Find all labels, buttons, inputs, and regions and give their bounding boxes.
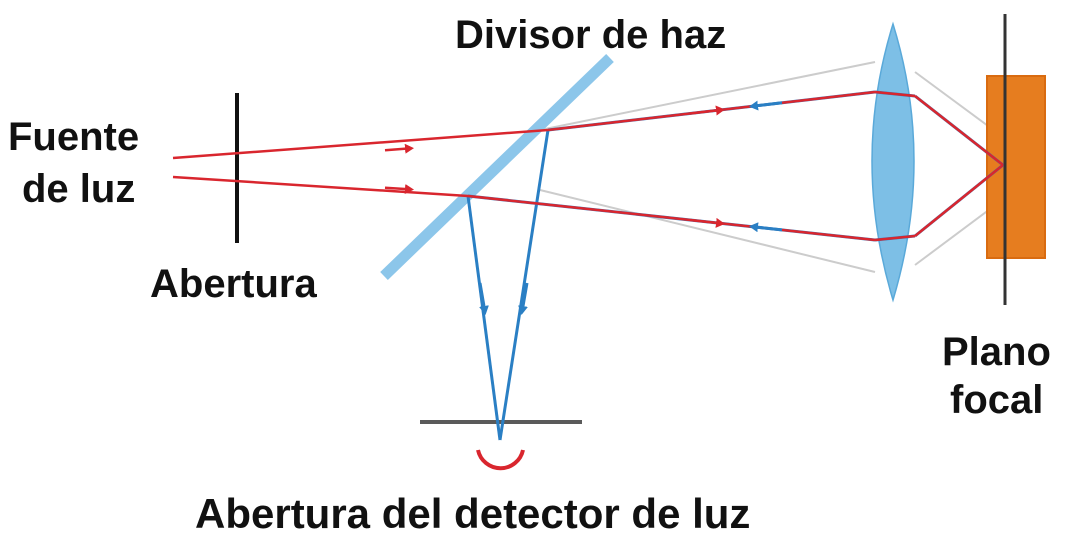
illumination-rays bbox=[172, 90, 1004, 242]
arrow-blue-4 bbox=[518, 282, 529, 315]
reflected-rays bbox=[466, 90, 1004, 441]
illumination-arrows bbox=[384, 105, 725, 228]
light-source-label-line1: Fuente bbox=[8, 115, 139, 159]
specimen-block bbox=[986, 75, 1046, 259]
arrow-red-2 bbox=[384, 184, 414, 195]
arrow-red-1 bbox=[384, 143, 414, 154]
reflected-arrows bbox=[478, 100, 783, 315]
arrow-red-4 bbox=[689, 217, 725, 228]
arrow-blue-2 bbox=[749, 222, 783, 233]
detector-aperture-arc bbox=[476, 449, 525, 471]
aperture-label: Abertura bbox=[150, 262, 317, 306]
beam-splitter bbox=[380, 54, 614, 280]
beam-splitter-label: Divisor de haz bbox=[455, 13, 726, 57]
arrow-blue-1 bbox=[749, 100, 783, 111]
objective-lens bbox=[871, 21, 915, 303]
focal-plane-label-line2: focal bbox=[950, 378, 1043, 422]
arrow-red-3 bbox=[689, 105, 725, 116]
guide-lines bbox=[539, 61, 1046, 273]
light-source-label-line2: de luz bbox=[22, 167, 135, 211]
arrow-blue-3 bbox=[478, 282, 489, 315]
focal-plane-label-line1: Plano bbox=[942, 330, 1051, 374]
detector-aperture-label: Abertura del detector de luz bbox=[195, 490, 750, 537]
